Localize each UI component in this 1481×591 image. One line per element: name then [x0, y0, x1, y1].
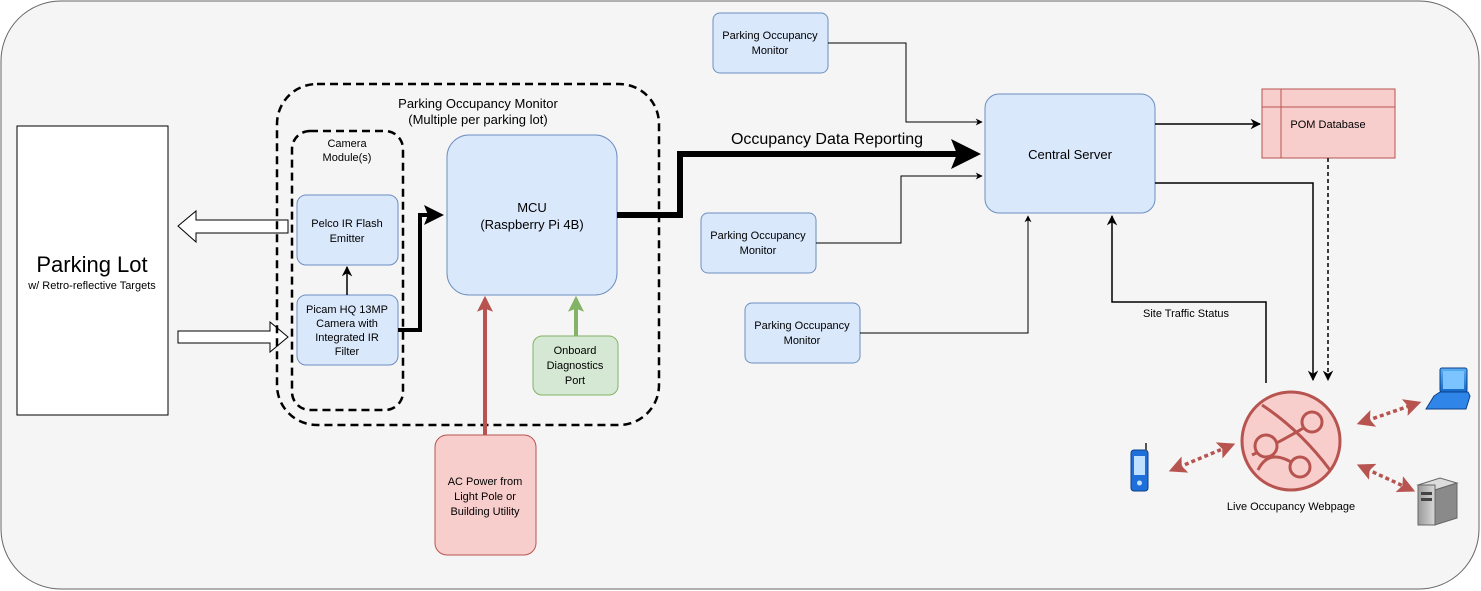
power-label-3: Building Utility — [450, 506, 520, 518]
parking-lot-title: Parking Lot — [36, 252, 147, 277]
pom-group-title: Parking Occupancy Monitor — [398, 96, 558, 111]
camera-label-3: Integrated IR — [315, 332, 379, 344]
parking-lot-box — [16, 125, 169, 416]
camera-label-2: Camera with — [316, 318, 378, 330]
camera-input-arrow — [177, 320, 289, 354]
data-reporting-label: Occupancy Data Reporting — [731, 131, 923, 148]
laptop-webpage-link — [1356, 399, 1422, 427]
traffic-status-link — [1106, 214, 1267, 383]
power-label-1: AC Power from — [448, 476, 523, 488]
database-label: POM Database — [1290, 119, 1365, 131]
monitor-2-link — [816, 172, 983, 244]
monitor-1-label-1: Parking Occupancy — [722, 30, 818, 42]
laptop-icon — [1425, 367, 1471, 410]
diagnostics-label-2: Diagnostics — [547, 360, 604, 372]
monitor-2-label-2: Monitor — [740, 245, 777, 257]
webpage-label: Live Occupancy Webpage — [1227, 501, 1355, 513]
monitor-box-1 — [712, 12, 829, 74]
monitor-box-2 — [700, 212, 817, 274]
database-box — [1261, 88, 1396, 159]
monitor-1-label-2: Monitor — [752, 45, 789, 57]
traffic-status-label: Site Traffic Status — [1143, 308, 1230, 320]
diagnostics-label-1: Onboard — [554, 345, 597, 357]
camera-module-label-1: Camera — [327, 138, 367, 150]
central-server-label: Central Server — [1028, 147, 1112, 162]
phone-icon — [1130, 443, 1149, 492]
server-webpage-link — [1356, 463, 1416, 493]
diagnostics-label-3: Port — [565, 375, 585, 387]
web-app-icon — [1240, 390, 1342, 492]
monitor-3-link — [860, 215, 1032, 334]
camera-module-label-2: Module(s) — [323, 152, 372, 164]
mcu-box — [446, 134, 618, 296]
ir-emitter-label-1: Pelco IR Flash — [311, 218, 383, 230]
pom-group-border — [275, 82, 661, 427]
parking-lot-subtitle: w/ Retro-reflective Targets — [27, 280, 156, 292]
monitor-box-3 — [744, 302, 861, 364]
mcu-label: MCU — [517, 200, 547, 215]
data-reporting-link — [617, 139, 981, 218]
monitor-2-label-1: Parking Occupancy — [710, 230, 806, 242]
power-label-2: Light Pole or — [454, 491, 516, 503]
ir-emitter-box — [296, 194, 399, 266]
camera-module-border — [290, 129, 405, 412]
monitor-3-label-1: Parking Occupancy — [754, 320, 850, 332]
monitor-3-label-2: Monitor — [784, 335, 821, 347]
monitor-1-link — [828, 42, 983, 126]
server-to-webpage-arrow — [1155, 182, 1319, 382]
central-server-box — [984, 93, 1156, 214]
phone-webpage-link — [1168, 442, 1236, 473]
mcu-sublabel: (Raspberry Pi 4B) — [480, 217, 583, 232]
camera-to-mcu-link — [398, 205, 444, 332]
ir-emission-arrow — [177, 209, 289, 244]
camera-label-4: Filter — [335, 346, 360, 358]
server-tower-icon — [1416, 477, 1459, 526]
ir-emitter-label-2: Emitter — [330, 233, 365, 245]
pom-group-subtitle: (Multiple per parking lot) — [408, 112, 547, 127]
camera-label-1: Picam HQ 13MP — [306, 304, 388, 316]
